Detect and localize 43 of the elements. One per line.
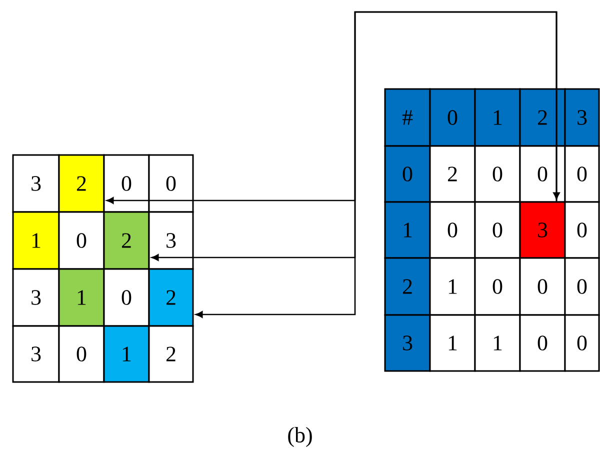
- table-cell: 0: [103, 268, 150, 327]
- table-cell: 3: [12, 325, 60, 383]
- table-cell: 1: [58, 268, 105, 327]
- header-cell: 2: [384, 257, 431, 316]
- table-cell: 1: [474, 314, 521, 372]
- table-cell: 1: [429, 314, 476, 372]
- table-cell: 0: [564, 201, 600, 259]
- header-cell: 2: [519, 88, 566, 147]
- table-cell: 0: [103, 154, 150, 213]
- header-cell: 0: [384, 145, 431, 203]
- header-cell: 3: [384, 314, 431, 372]
- header-cell: 3: [564, 88, 600, 147]
- table-cell: 0: [519, 145, 566, 203]
- table-cell: 2: [148, 268, 194, 327]
- table-cell: 0: [474, 201, 521, 259]
- table-cell: 1: [12, 211, 60, 270]
- table-cell: 3: [519, 201, 566, 259]
- table-cell: 0: [519, 314, 566, 372]
- arrow: [195, 11, 558, 318]
- table-cell: 0: [429, 201, 476, 259]
- header-cell: 1: [384, 201, 431, 259]
- table-cell: 2: [429, 145, 476, 203]
- table-cell: 0: [474, 145, 521, 203]
- table-cell: 0: [564, 145, 600, 203]
- table-cell: 2: [148, 325, 194, 383]
- table-cell: 1: [103, 325, 150, 383]
- table-cell: 0: [58, 211, 105, 270]
- table-cell: 0: [564, 257, 600, 316]
- table-cell: 0: [58, 325, 105, 383]
- table-cell: 0: [564, 314, 600, 372]
- header-cell: 1: [474, 88, 521, 147]
- header-cell: #: [384, 88, 431, 147]
- caption: (b): [288, 427, 312, 447]
- table-cell: 0: [148, 154, 194, 213]
- table-cell: 1: [429, 257, 476, 316]
- table-cell: 2: [103, 211, 150, 270]
- table-cell: 0: [474, 257, 521, 316]
- header-cell: 0: [429, 88, 476, 147]
- table-cell: 3: [148, 211, 194, 270]
- table-cell: 3: [12, 268, 60, 327]
- table-cell: 0: [519, 257, 566, 316]
- table-cell: 2: [58, 154, 105, 213]
- table-cell: 3: [12, 154, 60, 213]
